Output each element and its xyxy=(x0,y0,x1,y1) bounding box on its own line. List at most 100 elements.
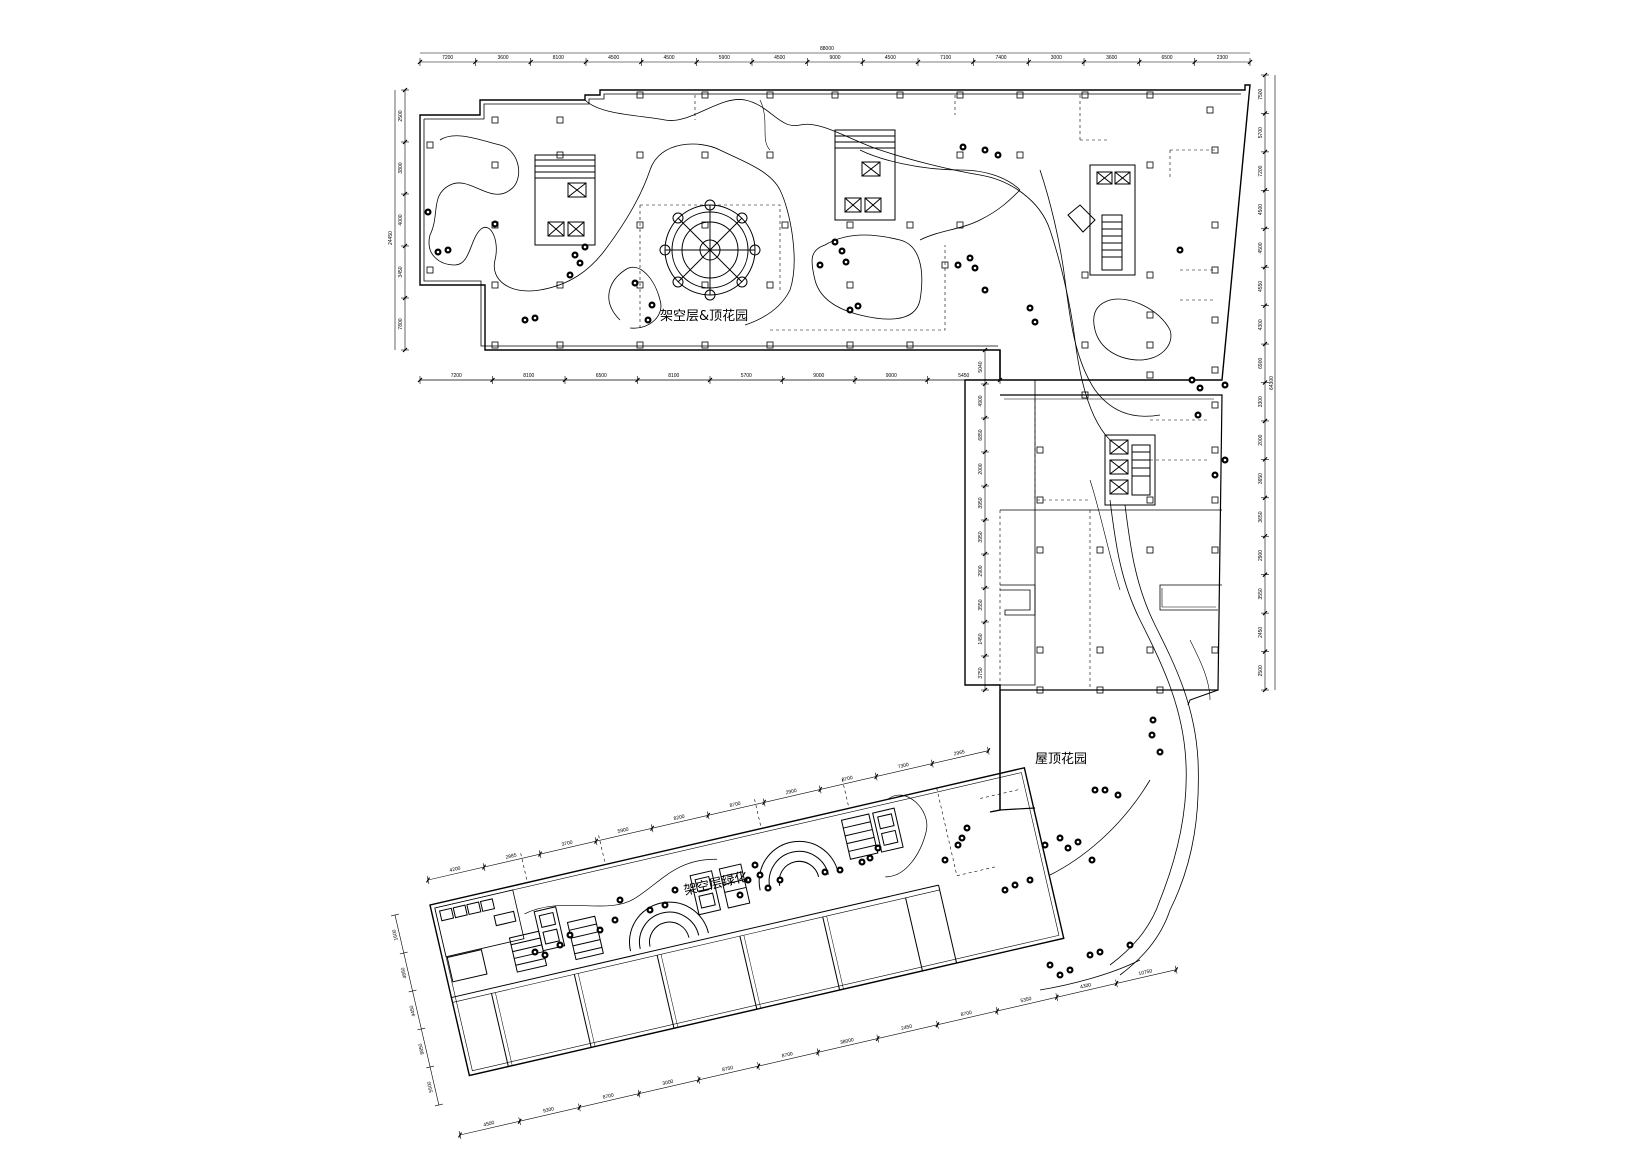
dimension-value: 2885 xyxy=(505,852,517,860)
dimension-value: 4500 xyxy=(1258,242,1264,253)
dimension-value: 4550 xyxy=(1258,281,1264,292)
dimension-value: 3550 xyxy=(978,599,984,610)
dimension-value: 2450 xyxy=(1258,627,1264,638)
dimension-value: 3950 xyxy=(978,531,984,542)
dimension-lower-bottom: 4500 9300 8700 3000 8750 8700 38000 2450 8700 535… xyxy=(457,965,1179,1139)
dimension-value: 7200 xyxy=(442,55,453,61)
dimension-value: 8100 xyxy=(553,55,564,61)
dimension-value: 4500 xyxy=(608,55,619,61)
dimension-value: 9000 xyxy=(829,55,840,61)
dimension-value: 2500 xyxy=(398,110,404,121)
dimension-value: 3300 xyxy=(1258,396,1264,407)
dimension-value: 6850 xyxy=(978,429,984,440)
dimension-value: 2000 xyxy=(1258,434,1264,445)
top-overall-dimension: 88000 xyxy=(820,46,834,52)
dimension-value: 4500 xyxy=(1258,204,1264,215)
dimension-lower-left: 1600 4850 4450 8850 5500 xyxy=(391,913,443,1107)
dimension-value: 5700 xyxy=(741,373,752,379)
dimension-value: 8200 xyxy=(673,814,685,822)
dimension-value: 2450 xyxy=(901,1024,913,1032)
dimension-value: 3650 xyxy=(1258,511,1264,522)
dimension-value: 8700 xyxy=(729,801,741,809)
dimension-value: 2965 xyxy=(953,749,965,757)
dimension-value: 6500 xyxy=(596,373,607,379)
roof-garden-outline xyxy=(999,690,1036,811)
trees xyxy=(424,143,1229,979)
dimension-value: 5900 xyxy=(617,827,629,835)
central-block-outline xyxy=(964,350,1001,813)
dimension-value: 8700 xyxy=(841,775,853,783)
dimension-value: 9300 xyxy=(543,1106,555,1114)
dimension-value: 1450 xyxy=(978,633,984,644)
dimension-value: 3750 xyxy=(978,667,984,678)
dimension-value: 1600 xyxy=(391,929,399,941)
dimension-value: 5500 xyxy=(426,1081,434,1093)
dimension-value: 4500 xyxy=(483,1120,495,1128)
dimension-value: 5350 xyxy=(1020,996,1032,1004)
dimension-value: 4900 xyxy=(978,395,984,406)
dimension-value: 3000 xyxy=(1051,55,1062,61)
dimension-value: 3600 xyxy=(497,55,508,61)
dimension-value: 2900 xyxy=(785,788,797,796)
dimension-value: 8850 xyxy=(418,1043,426,1055)
dimension-value: 5450 xyxy=(958,373,969,379)
dimension-value: 8100 xyxy=(523,373,534,379)
dimension-right: 7500570072004500450045504300690033002000… xyxy=(1258,72,1276,693)
dimension-value: 8700 xyxy=(781,1051,793,1059)
dimension-value: 5700 xyxy=(1258,127,1264,138)
dimension-value: 2000 xyxy=(978,463,984,474)
circular-pavilion xyxy=(659,199,761,301)
dimension-value: 4000 xyxy=(398,214,404,225)
roof-garden-path xyxy=(1109,499,1187,966)
dimension-value: 3800 xyxy=(398,162,404,173)
dimension-value: 8700 xyxy=(960,1010,972,1018)
column-markers xyxy=(426,91,1219,694)
dimension-value: 5900 xyxy=(719,55,730,61)
core-4 xyxy=(1104,434,1156,506)
dimension-value: 9000 xyxy=(886,373,897,379)
roof-garden-label: 屋顶花园 xyxy=(1035,751,1087,767)
dimension-value: 5040 xyxy=(978,361,984,372)
dimension-value: 6900 xyxy=(1258,358,1264,369)
dimension-value: 2900 xyxy=(978,565,984,576)
dimension-top: 7200 3600 8100 4500 4500 5900 4500 9000 4500 7100… xyxy=(417,52,1253,66)
upper-garden-label: 架空层&顶花园 xyxy=(660,308,748,324)
dimension-value: 7100 xyxy=(940,55,951,61)
upper-garden-path xyxy=(428,135,795,326)
dimension-value: 8700 xyxy=(602,1092,614,1100)
dimension-value: 4450 xyxy=(409,1005,417,1017)
dimension-value: 3950 xyxy=(978,497,984,508)
lower-building xyxy=(429,766,1065,1077)
dimension-value: 7200 xyxy=(1258,165,1264,176)
core-2 xyxy=(834,129,896,221)
core-3 xyxy=(1067,164,1136,276)
dimension-value: 38000 xyxy=(840,1037,855,1046)
right-overall-dimension: 64300 xyxy=(1269,376,1275,390)
dimension-value: 4200 xyxy=(449,865,461,873)
dimension-value: 3000 xyxy=(662,1079,674,1087)
dimension-value: 4300 xyxy=(1080,982,1092,990)
dimension-mid-left: 5040 4900 6850 2000 3950 3950 2900 3550 1450 3750 xyxy=(978,347,989,693)
left-overall-dimension: 24450 xyxy=(388,231,394,245)
dimension-value: 8750 xyxy=(722,1065,734,1073)
upper-block-outline xyxy=(419,84,1251,381)
dimension-value: 3450 xyxy=(398,266,404,277)
dimension-value: 10750 xyxy=(1138,968,1153,977)
dimension-value: 7200 xyxy=(451,373,462,379)
dimension-value: 4300 xyxy=(1258,319,1264,330)
dimension-value: 3700 xyxy=(561,840,573,848)
dimension-value: 2300 xyxy=(1217,55,1228,61)
dimension-value: 3650 xyxy=(1258,473,1264,484)
dimension-value: 6500 xyxy=(1161,55,1172,61)
dimension-value: 9000 xyxy=(813,373,824,379)
dimension-value: 3550 xyxy=(1258,588,1264,599)
dimension-value: 4500 xyxy=(774,55,785,61)
dimension-value: 4850 xyxy=(400,967,408,979)
dimension-value: 7400 xyxy=(995,55,1006,61)
dimension-value: 4500 xyxy=(885,55,896,61)
dimension-value: 4500 xyxy=(663,55,674,61)
dimension-value: 2500 xyxy=(1258,665,1264,676)
